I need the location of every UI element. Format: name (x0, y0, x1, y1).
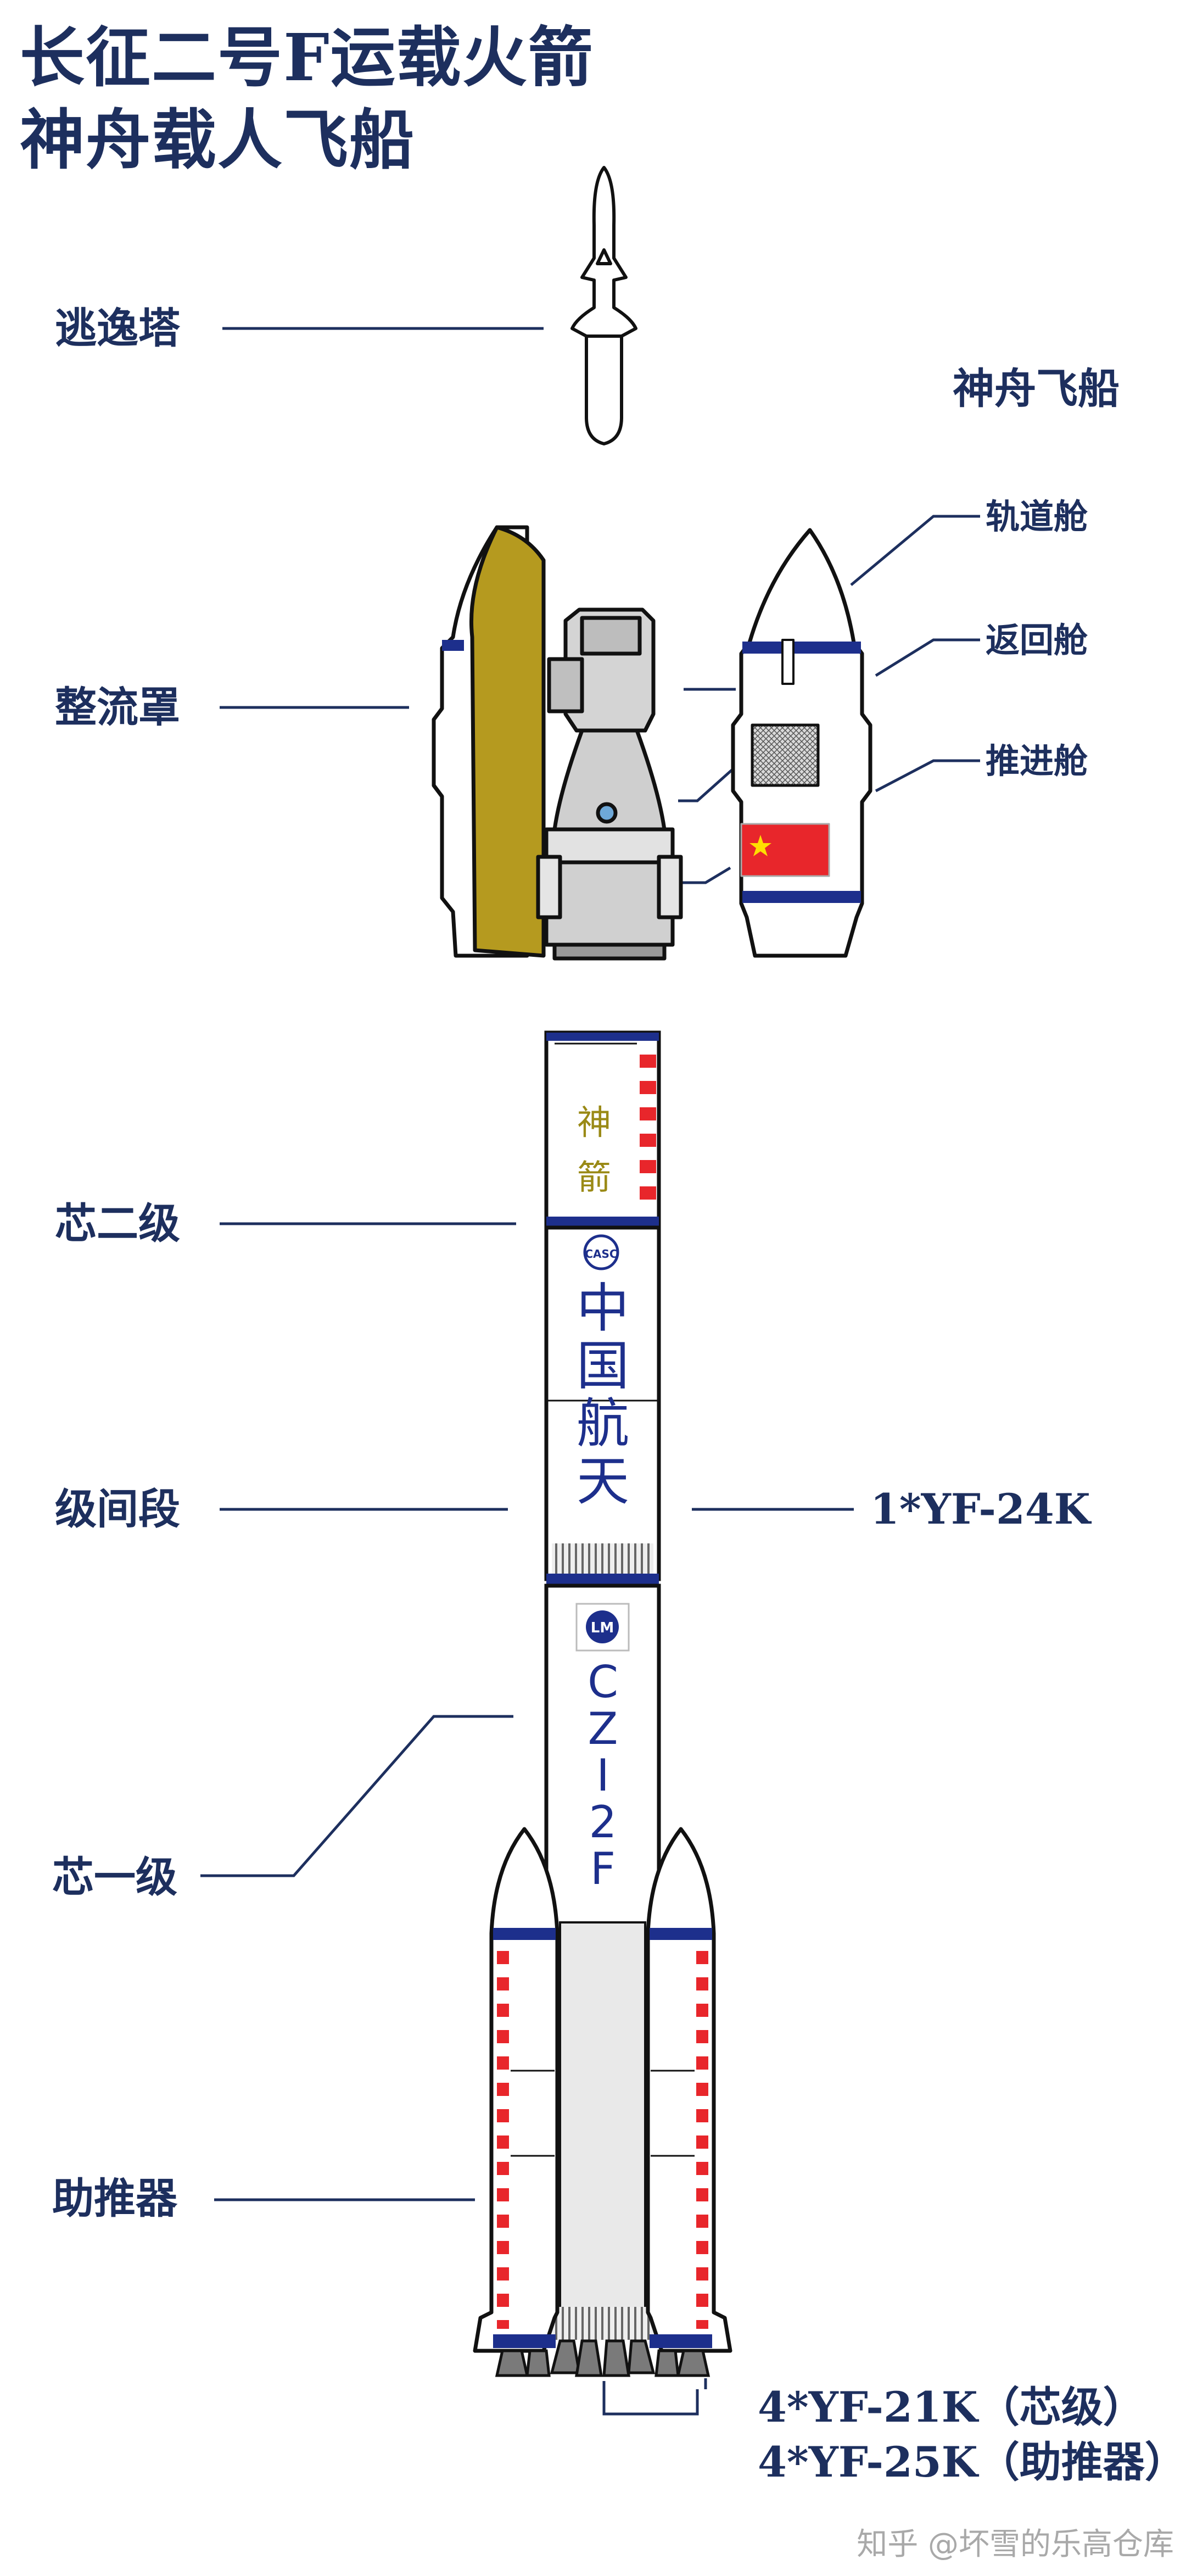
engines (495, 2339, 711, 2377)
model-char-2: Z (588, 1703, 618, 1754)
model-char-4: 2 (589, 1797, 617, 1848)
model-char-1: C (588, 1657, 618, 1708)
casc-char-2: 国 (577, 1335, 629, 1397)
label-orbital-module: 轨道舱 (986, 497, 1088, 537)
title-line-1: 长征二号F运载火箭 (20, 19, 594, 96)
leader-core-engines (602, 2381, 699, 2416)
label-boosters: 助推器 (52, 2174, 177, 2223)
escape-tower (570, 166, 637, 445)
label-core-first-stage: 芯一级 (52, 1853, 177, 1902)
model-char-3: I (596, 1750, 609, 1801)
label-booster-engines: 4*YF-25K（助推器） (758, 2438, 1186, 2486)
label-spacecraft: 神舟飞船 (953, 364, 1120, 413)
label-return-module: 返回舱 (986, 620, 1088, 660)
core-second-stage (544, 1030, 661, 1230)
label-interstage: 级间段 (55, 1485, 180, 1534)
label-core-engines: 4*YF-21K（芯级） (758, 2383, 1145, 2432)
leader-orbital-module (850, 515, 980, 586)
casc-char-1: 中 (577, 1278, 629, 1339)
watermark: 知乎 @坏雪的乐高仓库 (857, 2527, 1174, 2562)
label-second-stage-engine: 1*YF-24K (870, 1485, 1090, 1534)
leader-return-module (875, 638, 980, 677)
interstage (544, 1225, 661, 1586)
casc-char-3: 航 (577, 1393, 629, 1454)
label-propulsion-module: 推进舱 (986, 741, 1088, 781)
booster-left (473, 1827, 560, 2353)
spacecraft-inside (536, 607, 683, 961)
title-line-2: 神舟载人飞船 (20, 102, 416, 178)
china-flag-icon (740, 823, 830, 877)
label-core-second-stage: 芯二级 (55, 1199, 180, 1248)
lm-logo-icon: LM (575, 1603, 630, 1652)
casc-char-4: 天 (577, 1451, 629, 1512)
fairing-group (432, 525, 683, 961)
leader-propulsion-module (875, 759, 980, 793)
name-char-1: 神 (577, 1102, 611, 1142)
name-char-2: 箭 (577, 1157, 611, 1197)
svg-text:LM: LM (591, 1620, 614, 1636)
core-first-stage (544, 1583, 661, 2340)
label-fairing: 整流罩 (55, 683, 180, 732)
model-char-5: F (590, 1843, 616, 1894)
leader-lines (200, 327, 980, 2416)
booster-right (646, 1827, 732, 2353)
leader-core-first-stage (200, 1715, 513, 1877)
svg-text:CASC: CASC (585, 1247, 617, 1261)
casc-logo-icon: CASC (583, 1234, 619, 1270)
spacecraft-enclosed (731, 528, 872, 958)
label-escape-tower: 逃逸塔 (55, 304, 180, 353)
